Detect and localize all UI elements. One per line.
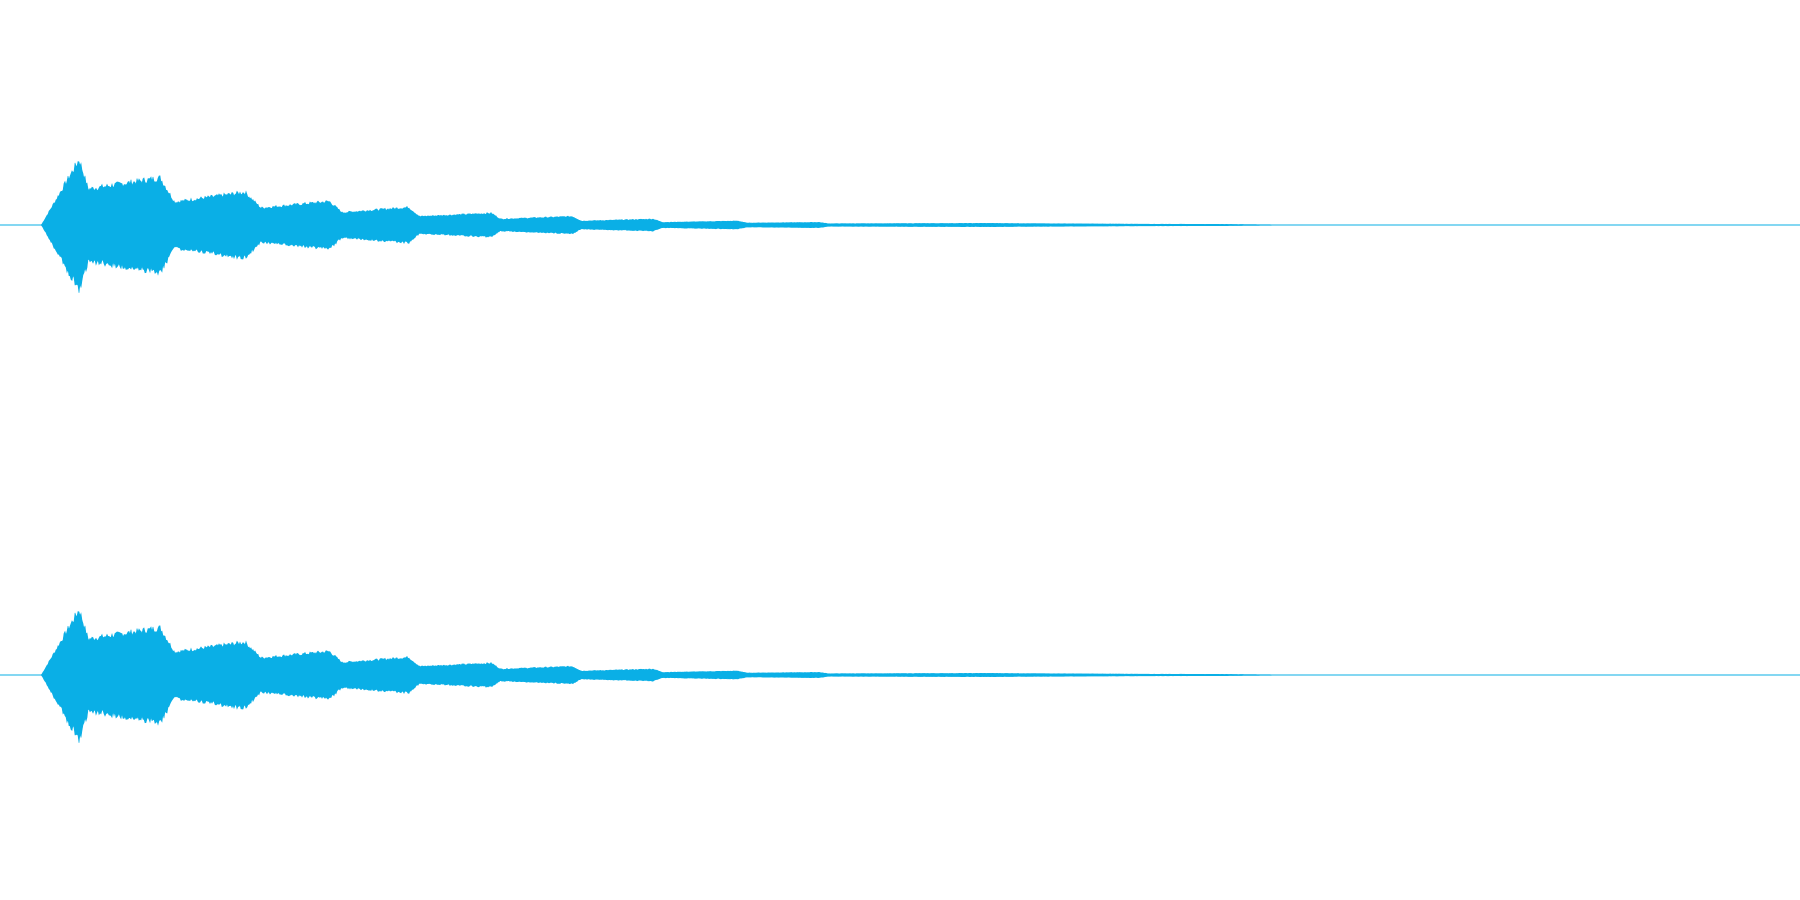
waveform-channel-1 — [0, 161, 1800, 293]
waveform-envelope — [0, 161, 1800, 293]
waveform-channel-2 — [0, 611, 1800, 743]
waveform-envelope — [0, 611, 1800, 743]
